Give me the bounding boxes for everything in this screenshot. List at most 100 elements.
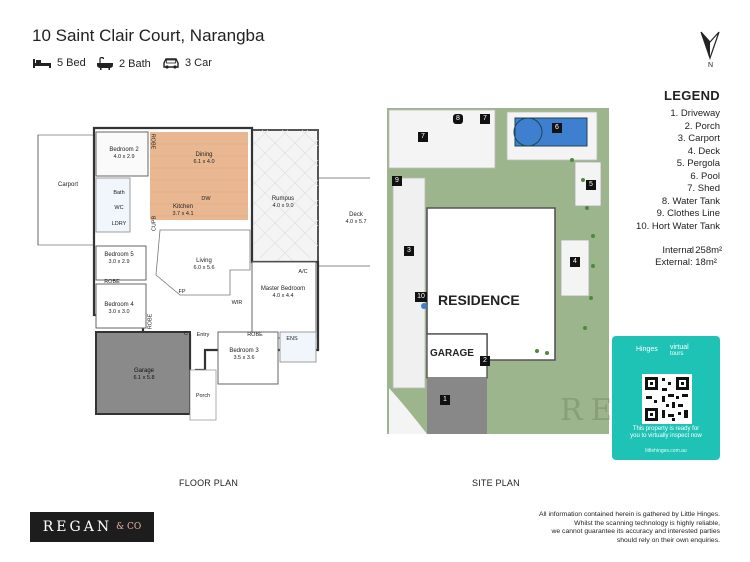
virtual-tour-line1: This property is ready for — [632, 426, 700, 432]
site-marker: 3 — [404, 246, 414, 256]
feature-car-label: 3 Car — [185, 57, 212, 69]
site-garage-label: GARAGE — [430, 348, 474, 359]
cupboard-label: CUPB — [151, 215, 158, 232]
legend-item: 1. Driveway — [670, 108, 720, 119]
brand-name: REGAN — [42, 519, 113, 535]
legend-item: 10. Hort Water Tank — [636, 220, 720, 232]
room-wir: WIR — [231, 300, 243, 306]
legend-item: 3. Carport — [677, 133, 720, 144]
room-carport-name: Carport — [57, 182, 78, 188]
room-dining-size: 6.1 x 4.0 — [193, 159, 215, 165]
site-marker: 7 — [480, 114, 490, 124]
room-living-name: Living — [196, 258, 212, 264]
site-marker: 10 — [415, 292, 427, 302]
room-bedroom5-size: 3.0 x 2.9 — [108, 259, 130, 265]
north-arrow-icon — [700, 31, 720, 60]
room-bedroom3-name: Bedroom 3 — [229, 348, 259, 354]
virtual-tour-line2: you to virtually inspect now — [630, 433, 702, 439]
room-bedroom2-name: Bedroom 2 — [109, 147, 139, 153]
site-marker: 4 — [570, 257, 580, 267]
room-kitchen-name: Kitchen — [172, 204, 193, 210]
room-bedroom3-size: 3.5 x 3.6 — [233, 355, 255, 361]
car-icon — [163, 58, 179, 69]
room-bedroom4-size: 3.0 x 3.0 — [108, 309, 130, 315]
virtual-tour-url[interactable]: littlehinges.com.au — [645, 448, 687, 454]
disclaimer-line: Whilst the scanning technology is highly… — [574, 519, 720, 527]
room-porch: Porch — [195, 393, 211, 399]
robe-label: ROBE — [247, 332, 263, 338]
disclaimer-line: we cannot guarantee its accuracy and int… — [551, 528, 720, 536]
disclaimer-line: All information contained herein is gath… — [539, 511, 720, 518]
site-plan-caption: SITE PLAN — [472, 478, 520, 488]
floor-plan-drawing — [37, 126, 370, 421]
legend-title: LEGEND — [664, 88, 720, 103]
cupboard-label: C — [184, 331, 188, 337]
feature-car: 3 Car — [162, 57, 212, 69]
legend-item: 6. Pool — [690, 170, 720, 182]
room-rumpus-name: Rumpus — [271, 196, 295, 202]
site-marker: 6 — [552, 123, 562, 133]
site-marker: 2 — [480, 356, 490, 366]
north-arrow — [697, 30, 723, 65]
internal-area-label: Internal — [662, 245, 694, 256]
room-ensuite: ENS — [286, 336, 298, 342]
room-garage-size: 6.1 x 5.8 — [133, 375, 155, 381]
room-rumpus-size: 4.0 x 9.0 — [272, 203, 294, 209]
legend-item: 7. Shed — [687, 183, 720, 194]
room-deck-size: 4.0 x 5.7 — [345, 219, 367, 225]
virtual-tour-tag1: virtual — [670, 344, 689, 351]
legend-item: 4. Deck — [687, 145, 720, 157]
virtual-tour-tag2: tours — [670, 351, 684, 357]
brand-suffix: & CO — [116, 522, 142, 532]
feature-bed-label: 5 Bed — [57, 57, 86, 69]
bed-icon — [33, 59, 51, 68]
room-deck-name: Deck — [349, 212, 363, 218]
site-plan-drawing — [387, 108, 609, 434]
robe-label: ROBE — [147, 313, 154, 330]
disclaimer: All information contained herein is gath… — [539, 511, 720, 545]
feature-bed: 5 Bed — [32, 57, 86, 69]
site-marker: 9 — [392, 176, 402, 186]
legend-item: 8. Water Tank — [661, 195, 720, 207]
room-bedroom5-name: Bedroom 5 — [104, 252, 134, 258]
floor-plan-caption: FLOOR PLAN — [179, 478, 239, 488]
fireplace-label: FP — [178, 289, 186, 295]
room-bedroom4-name: Bedroom 4 — [104, 302, 134, 308]
virtual-tour-card[interactable]: Hinges virtual tours This property is re… — [612, 336, 720, 460]
legend-item: 9. Clothes Line — [656, 208, 720, 219]
room-wc: WC — [114, 205, 124, 211]
room-master-size: 4.0 x 4.4 — [272, 293, 294, 299]
virtual-tour-brand: Hinges — [636, 346, 658, 353]
room-dining-name: Dining — [195, 152, 213, 158]
site-marker: 8 — [453, 114, 463, 124]
legend-list: 1. Driveway 2. Porch 3. Carport 4. Deck … — [636, 108, 720, 233]
room-bedroom2-size: 4.0 x 2.9 — [113, 154, 135, 160]
room-kitchen-size: 3.7 x 4.1 — [172, 211, 194, 217]
site-marker: 7 — [418, 132, 428, 142]
brand-logo: REGAN & CO — [30, 512, 154, 542]
external-area-label: External — [655, 257, 690, 268]
internal-area-value: : 258m² — [690, 245, 723, 256]
room-garage-name: Garage — [133, 368, 154, 374]
dishwasher-label: DW — [201, 196, 211, 202]
room-master-name: Master Bedroom — [260, 286, 306, 292]
qr-code-icon — [642, 374, 692, 424]
room-living-size: 6.0 x 5.6 — [193, 265, 215, 271]
legend-item: 5. Pergola — [676, 158, 720, 169]
legend-item: 2. Porch — [684, 120, 720, 132]
property-address: 10 Saint Clair Court, Narangba — [32, 26, 265, 45]
feature-bath: 2 Bath — [96, 57, 151, 70]
robe-label: ROBE — [149, 133, 156, 150]
disclaimer-line: should rely on their own enquiries. — [616, 536, 720, 544]
